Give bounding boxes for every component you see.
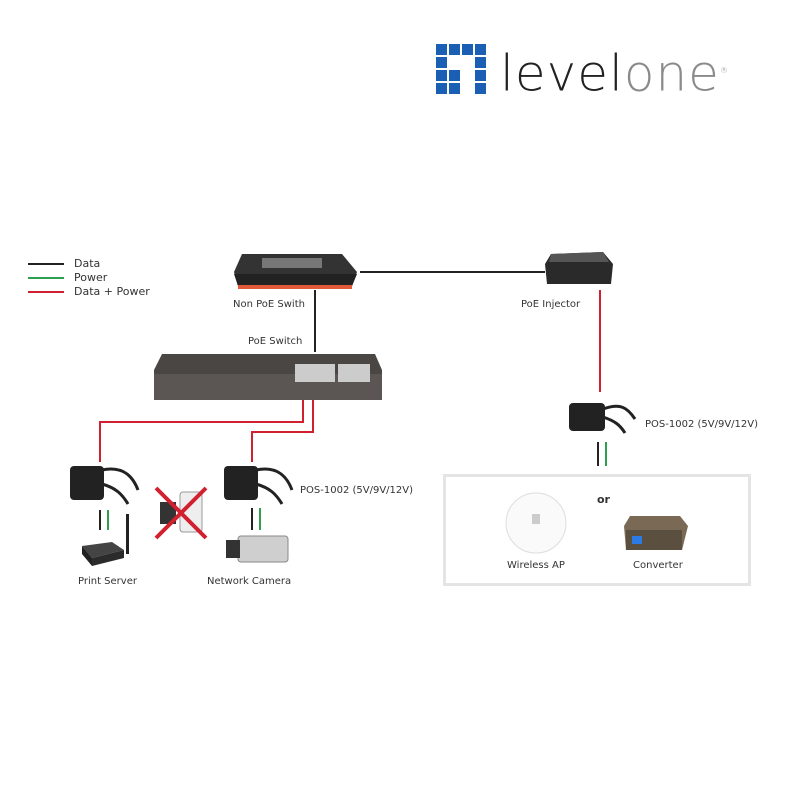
legend-label: Data: [74, 257, 101, 270]
poe-injector-icon: [545, 252, 613, 284]
or-label: or: [597, 493, 610, 506]
converter-label: Converter: [633, 560, 683, 571]
print-server-icon: [82, 514, 129, 566]
legend-swatch: [28, 262, 64, 265]
legend-item-data: Data: [28, 257, 100, 270]
option-box: [443, 474, 751, 586]
pos-right-label: POS-1002 (5V/9V/12V): [645, 419, 758, 430]
wireless-ap-label: Wireless AP: [507, 560, 565, 571]
poe-switch-icon: [154, 354, 382, 400]
poe-switch-label: PoE Switch: [248, 336, 303, 347]
pos-1002-right-icon: [569, 403, 637, 434]
pos-middle-label: POS-1002 (5V/9V/12V): [300, 485, 413, 496]
media-converter-icon: [624, 516, 688, 550]
pos-1002-left-icon: [70, 466, 140, 505]
non-poe-switch-label: Non PoE Swith: [233, 299, 305, 310]
network-camera-icon: [226, 535, 289, 563]
line-poe-camera: [251, 395, 314, 462]
network-camera-label: Network Camera: [207, 576, 292, 587]
pos-1002-middle-icon: [224, 466, 294, 505]
logo-text-level: level: [500, 44, 624, 103]
registered-mark: ®: [719, 66, 729, 75]
non-poe-switch-icon: [234, 254, 357, 289]
legend-swatch: [28, 276, 64, 279]
legend-label: Data + Power: [74, 285, 150, 298]
wireless-ap-icon: [505, 492, 567, 554]
legend-item-power: Power: [28, 271, 107, 284]
logo-text-one: one: [623, 44, 720, 103]
line-poe-printserver: [99, 395, 304, 462]
print-server-label: Print Server: [78, 576, 137, 587]
poe-injector-label: PoE Injector: [521, 299, 581, 310]
logo-grid-icon: [436, 44, 486, 94]
no-power-adapter-icon: [154, 486, 208, 540]
legend-item-data-power: Data + Power: [28, 285, 150, 298]
legend-label: Power: [74, 271, 108, 284]
legend-swatch: [28, 290, 64, 293]
